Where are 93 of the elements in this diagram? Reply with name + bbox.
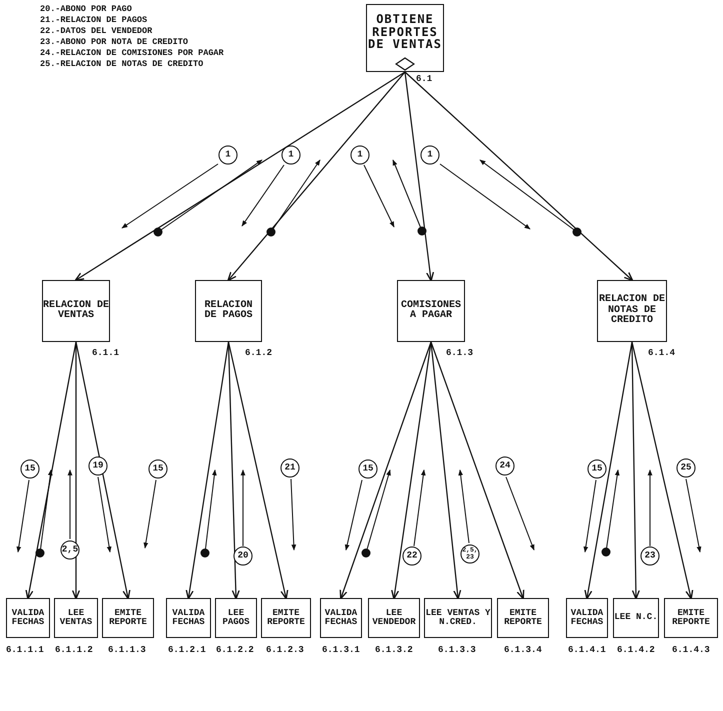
couple-number: 21 [280, 458, 300, 478]
module-name: EMITE REPORTE [266, 608, 306, 628]
call-arrow [430, 342, 524, 600]
couple-number: 19 [88, 456, 108, 476]
call-arrow [391, 342, 432, 600]
module-name: OBTIENE REPORTES DE VENTAS [367, 13, 443, 51]
call-arrow [25, 342, 77, 600]
module-box [102, 598, 154, 638]
call-arrow [404, 72, 634, 282]
couple-number: 25 [676, 458, 696, 478]
module-name: COMISIONES A PAGAR [400, 300, 462, 322]
module-box [54, 598, 98, 638]
module-box [424, 598, 492, 638]
call-arrow [404, 72, 434, 282]
module-box [6, 598, 50, 638]
legend-note: 22.-DATOS DEL VENDEDOR [40, 26, 152, 36]
module-box [368, 598, 420, 638]
module-number: 6.1.3.1 [322, 645, 360, 655]
legend-note: 23.-ABONO POR NOTA DE CREDITO [40, 37, 188, 47]
call-arrow [228, 342, 240, 600]
call-arrow [430, 342, 462, 600]
module-name: LEE VENTAS [58, 608, 94, 628]
module-number: 6.1.3.2 [375, 645, 413, 655]
module-name: VALIDA FECHAS [570, 608, 604, 628]
module-box [195, 280, 262, 342]
module-box [42, 280, 110, 342]
module-name: LEE VENDEDOR [371, 608, 417, 628]
call-arrow [631, 342, 694, 600]
module-number: 6.1.4.2 [617, 645, 655, 655]
module-box [613, 598, 659, 638]
couple-number: 1 [420, 146, 440, 164]
module-number: 6.1.1.1 [6, 645, 44, 655]
module-number: 6.1 [416, 74, 432, 84]
call-arrow [340, 342, 432, 600]
module-name: RELACION DE VENTAS [43, 300, 109, 322]
couple-number: 24 [496, 456, 514, 476]
module-number: 6.1.2.3 [266, 645, 304, 655]
module-number: 6.1.3.3 [438, 645, 476, 655]
call-arrow [227, 72, 406, 282]
module-name: LEE VENTAS Y N.CRED. [425, 608, 491, 628]
module-box [215, 598, 257, 638]
call-arrow [186, 342, 230, 600]
call-arrow [72, 342, 80, 600]
module-number: 6.1.1.2 [55, 645, 93, 655]
call-arrow [74, 72, 406, 282]
module-box [566, 598, 608, 638]
call-arrow [228, 342, 288, 600]
module-number: 6.1.2 [245, 348, 272, 358]
module-box [166, 598, 211, 638]
couple-number: 22 [402, 546, 422, 566]
module-name: VALIDA FECHAS [324, 608, 358, 628]
module-name: VALIDA FECHAS [10, 608, 46, 628]
module-box [320, 598, 362, 638]
module-name: EMITE REPORTE [108, 608, 148, 628]
module-number: 6.1.1.3 [108, 645, 146, 655]
couple-number: 15 [148, 460, 168, 478]
couple-number: 15 [588, 460, 606, 478]
module-number: 6.1.4.3 [672, 645, 710, 655]
couple-number: 2,5 [60, 540, 80, 560]
couple-number: 23 [640, 546, 660, 566]
couple-number: 1 [350, 146, 370, 164]
module-name: RELACION DE NOTAS DE CREDITO [598, 295, 666, 327]
couple-number: 1 [218, 146, 238, 164]
module-name: LEE PAGOS [221, 608, 250, 628]
module-name: RELACION DE PAGOS [203, 300, 254, 322]
legend-note: 21.-RELACION DE PAGOS [40, 15, 148, 25]
couple-number: 20 [234, 546, 252, 566]
legend-note: 20.-ABONO POR PAGO [40, 4, 132, 14]
couple-number: 15 [358, 460, 378, 478]
module-number: 6.1.4.1 [568, 645, 606, 655]
call-arrow [584, 342, 633, 600]
module-number: 6.1.4 [648, 348, 676, 358]
module-name: VALIDA FECHAS [171, 608, 206, 628]
module-box [261, 598, 311, 638]
module-box [397, 280, 465, 342]
module-name: LEE N.C. [614, 613, 658, 623]
module-number: 6.1.2.2 [216, 645, 254, 655]
module-name: EMITE REPORTE [503, 608, 543, 628]
couple-number: 15 [20, 460, 40, 478]
module-number: 6.1.2.1 [168, 645, 206, 655]
main-module-box [366, 4, 444, 72]
module-name: EMITE REPORTE [671, 608, 711, 628]
call-arrow [631, 342, 640, 600]
module-box [597, 280, 667, 342]
legend-note: 24.-RELACION DE COMISIONES POR PAGAR [40, 48, 224, 58]
module-number: 6.1.3.4 [504, 645, 542, 655]
module-box [497, 598, 549, 638]
module-number: 6.1.1 [92, 348, 120, 358]
module-number: 6.1.3 [446, 348, 474, 358]
legend-note: 25.-RELACION DE NOTAS DE CREDITO [40, 59, 204, 69]
call-arrow [75, 342, 130, 600]
couple-number: 1 [282, 146, 300, 164]
module-box [664, 598, 718, 638]
